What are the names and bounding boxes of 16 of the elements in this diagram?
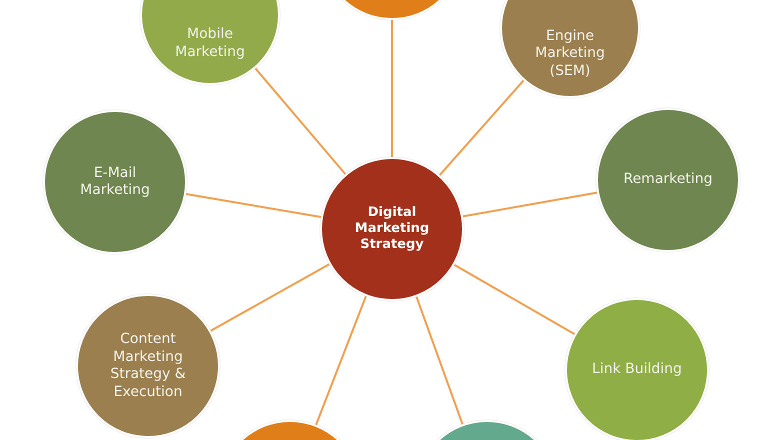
node-label: Link Building	[592, 361, 682, 379]
connector-line	[186, 193, 322, 218]
node-label: Mobile Marketing	[174, 26, 246, 61]
connector-line	[254, 68, 346, 175]
node-label: Remarketing	[623, 171, 713, 189]
node-label: Content Marketing Strategy & Execution	[109, 331, 187, 401]
connector-line	[391, 20, 393, 157]
connector-line	[462, 192, 598, 218]
node-label: Engine Marketing (SEM)	[534, 28, 606, 80]
connector-line	[454, 264, 576, 335]
node-label: Digital Marketing Strategy	[354, 204, 430, 254]
connector-line	[315, 296, 367, 426]
connector-line	[416, 296, 464, 425]
connector-line	[438, 80, 524, 176]
node-label: E-Mail Marketing	[79, 164, 151, 200]
connector-line	[210, 263, 330, 332]
